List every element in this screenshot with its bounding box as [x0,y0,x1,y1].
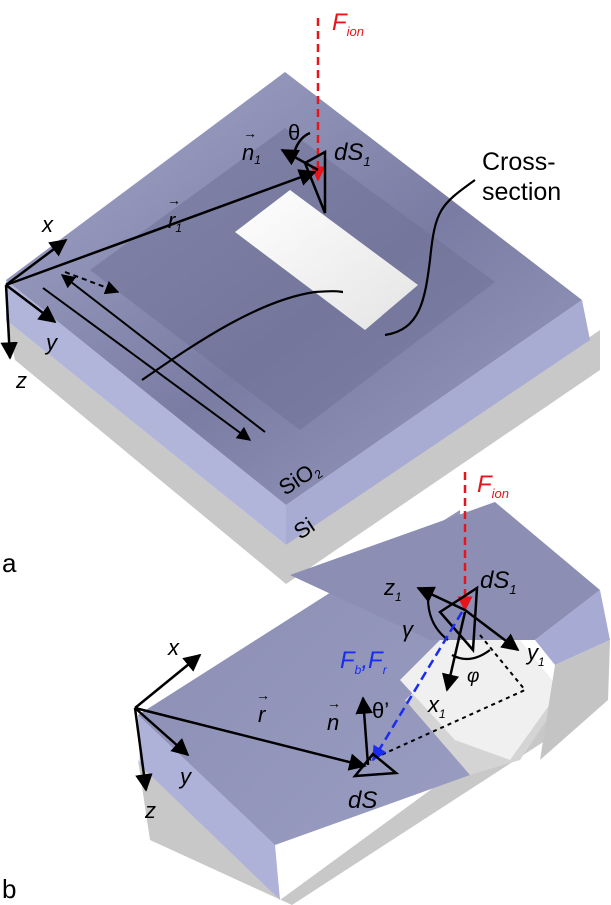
projection-dotted-line [369,634,527,761]
position-r-label: r [258,702,267,727]
panel-a-label: a [2,548,17,578]
cross-section-label-line2: section [482,178,561,206]
angle-gamma-label: γ [402,617,415,642]
oxide-side-left [6,280,286,545]
axis-x-label: x [41,212,54,237]
axis-x-label-b: x [167,635,180,660]
normal-n1-label: n1 [242,140,261,167]
angle-theta-prime-label: θ’ [372,698,389,723]
panel-a: Fion θ n1 → dS1 r1 → Cross- section x y … [0,9,600,584]
angle-phi-arc [451,649,491,661]
axis-z-arrow [0,284,18,360]
flux-fb-fr-label: Fb,Fr [340,647,388,677]
surface-ds1-label-b: dS1 [480,567,517,597]
trench-sidewall-b [400,640,560,760]
position-vector-r1 [5,169,317,287]
normal-vector-n1 [280,148,319,172]
silicon-side-right-b [540,640,610,760]
cross-section-label-line1: Cross- [482,148,556,176]
local-axis-z1-arrow [416,586,466,612]
surface-element-ds1 [303,149,327,214]
position-vector-r [134,706,367,771]
axis-x-arrow [5,238,68,286]
angle-theta-label: θ [288,120,300,145]
angle-phi-label: φ [467,666,479,687]
length-dimension-arrow [60,274,266,433]
axis-y-label-b: y [178,764,193,789]
oxide-side-upper-b [535,590,610,665]
oxide-side-front-b [138,715,280,900]
local-axis-x1-label: x1 [427,692,446,721]
normal-vector-n [355,696,373,766]
panel-b-label: b [2,874,16,904]
panel-b: Fion dS1 z1 y1 x1 γ φ θ’ Fb,Fr n → r → d… [2,471,610,905]
normal-n-label: n [327,710,339,735]
oxide-side-right [286,300,590,545]
length-dimension-line [42,287,252,441]
axis-y-label: y [44,330,59,355]
reemission-flux-arrow [371,611,464,762]
position-r1-label: r1 [168,208,182,235]
local-axis-y1-label: y1 [525,640,545,669]
axis-y-arrow [5,284,57,324]
oxide-top-upper-b [290,502,600,640]
cross-section-curve [141,290,344,381]
trench-opening [235,190,418,330]
normal-n1-vector-bar: → [243,125,257,141]
position-r1-vector-bar: → [167,192,181,208]
normal-n-vector-bar: → [327,695,341,711]
axis-z-arrow-b [133,707,153,792]
local-axis-y1-arrow [464,609,520,652]
surface-ds1-label: dS1 [334,139,371,169]
axis-z-label: z [15,368,27,393]
cross-section-curve-right [384,179,476,337]
local-axis-x1-arrow [442,611,467,692]
local-axis-z1-label: z1 [383,575,402,604]
ion-flux-label: Fion [332,9,364,39]
angle-gamma-arc [426,597,449,641]
axis-x-arrow-b [134,653,202,709]
ion-flux-label-b: Fion [477,471,509,501]
etched-recess [90,128,495,430]
axis-z-label-b: z [144,798,156,823]
position-r-vector-bar: → [256,687,270,703]
surface-ds-label: dS [348,787,377,814]
angle-theta-arc [293,131,311,151]
axis-y-arrow-b [134,707,190,757]
